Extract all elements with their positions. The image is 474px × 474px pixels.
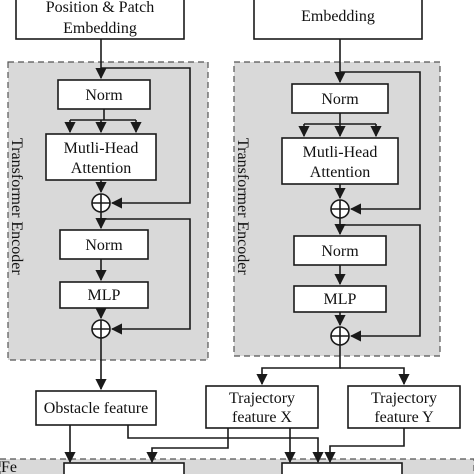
left-mlp-box: MLP: [59, 281, 149, 309]
left-embedding-label-2: Embedding: [63, 20, 137, 37]
left-embedding-box: Position & Patch Embedding: [15, 0, 185, 40]
left-add2-icon: [91, 319, 111, 339]
right-output-x-label-2: feature X: [232, 409, 292, 426]
left-norm1-box: Norm: [57, 79, 151, 110]
left-attention-box: Mutli-Head Attention: [45, 133, 157, 181]
right-embedding-box: Embedding: [253, 0, 423, 40]
right-add1-icon: [330, 199, 350, 219]
left-attention-label-1: Mutli-Head: [64, 140, 139, 157]
right-norm1-box: Norm: [291, 83, 389, 114]
right-output-y-box: Trajectory feature Y: [347, 385, 461, 429]
left-norm1-label: Norm: [85, 87, 123, 104]
left-connectors: [64, 39, 324, 464]
right-attention-box: Mutli-Head Attention: [281, 137, 399, 185]
right-mlp-label: MLP: [324, 291, 357, 308]
right-output-x-label-1: Trajectory: [229, 390, 295, 407]
left-mlp-label: MLP: [88, 287, 121, 304]
right-connectors: [146, 39, 421, 464]
left-encoder-panel: [7, 61, 209, 361]
left-output-box: Obstacle feature: [35, 390, 157, 426]
right-attention-label-2: Attention: [310, 164, 370, 181]
right-embedding-label: Embedding: [301, 8, 375, 25]
left-embedding-label-1: Position & Patch: [46, 0, 154, 16]
right-mlp-box: MLP: [293, 285, 387, 313]
right-encoder-label: Transformer Encoder: [234, 138, 251, 275]
right-norm2-label: Norm: [321, 243, 359, 260]
right-output-y-label-1: Trajectory: [371, 390, 437, 407]
left-norm2-label: Norm: [85, 237, 123, 254]
right-output-y-label-2: feature Y: [374, 409, 434, 426]
right-norm1-label: Norm: [321, 91, 359, 108]
right-attention-label-1: Mutli-Head: [303, 144, 378, 161]
bottom-box-right: [281, 462, 403, 474]
left-attention-label-2: Attention: [71, 160, 131, 177]
left-norm2-box: Norm: [59, 229, 149, 260]
bottom-box-left: [63, 462, 185, 474]
bottom-partial-label: Fe: [1, 459, 17, 474]
right-norm2-box: Norm: [293, 235, 387, 266]
left-output-label: Obstacle feature: [44, 400, 148, 417]
right-add2-icon: [330, 326, 350, 346]
left-encoder-label: Transformer Encoder: [8, 138, 25, 275]
left-add1-icon: [91, 193, 111, 213]
right-output-x-box: Trajectory feature X: [205, 385, 319, 429]
